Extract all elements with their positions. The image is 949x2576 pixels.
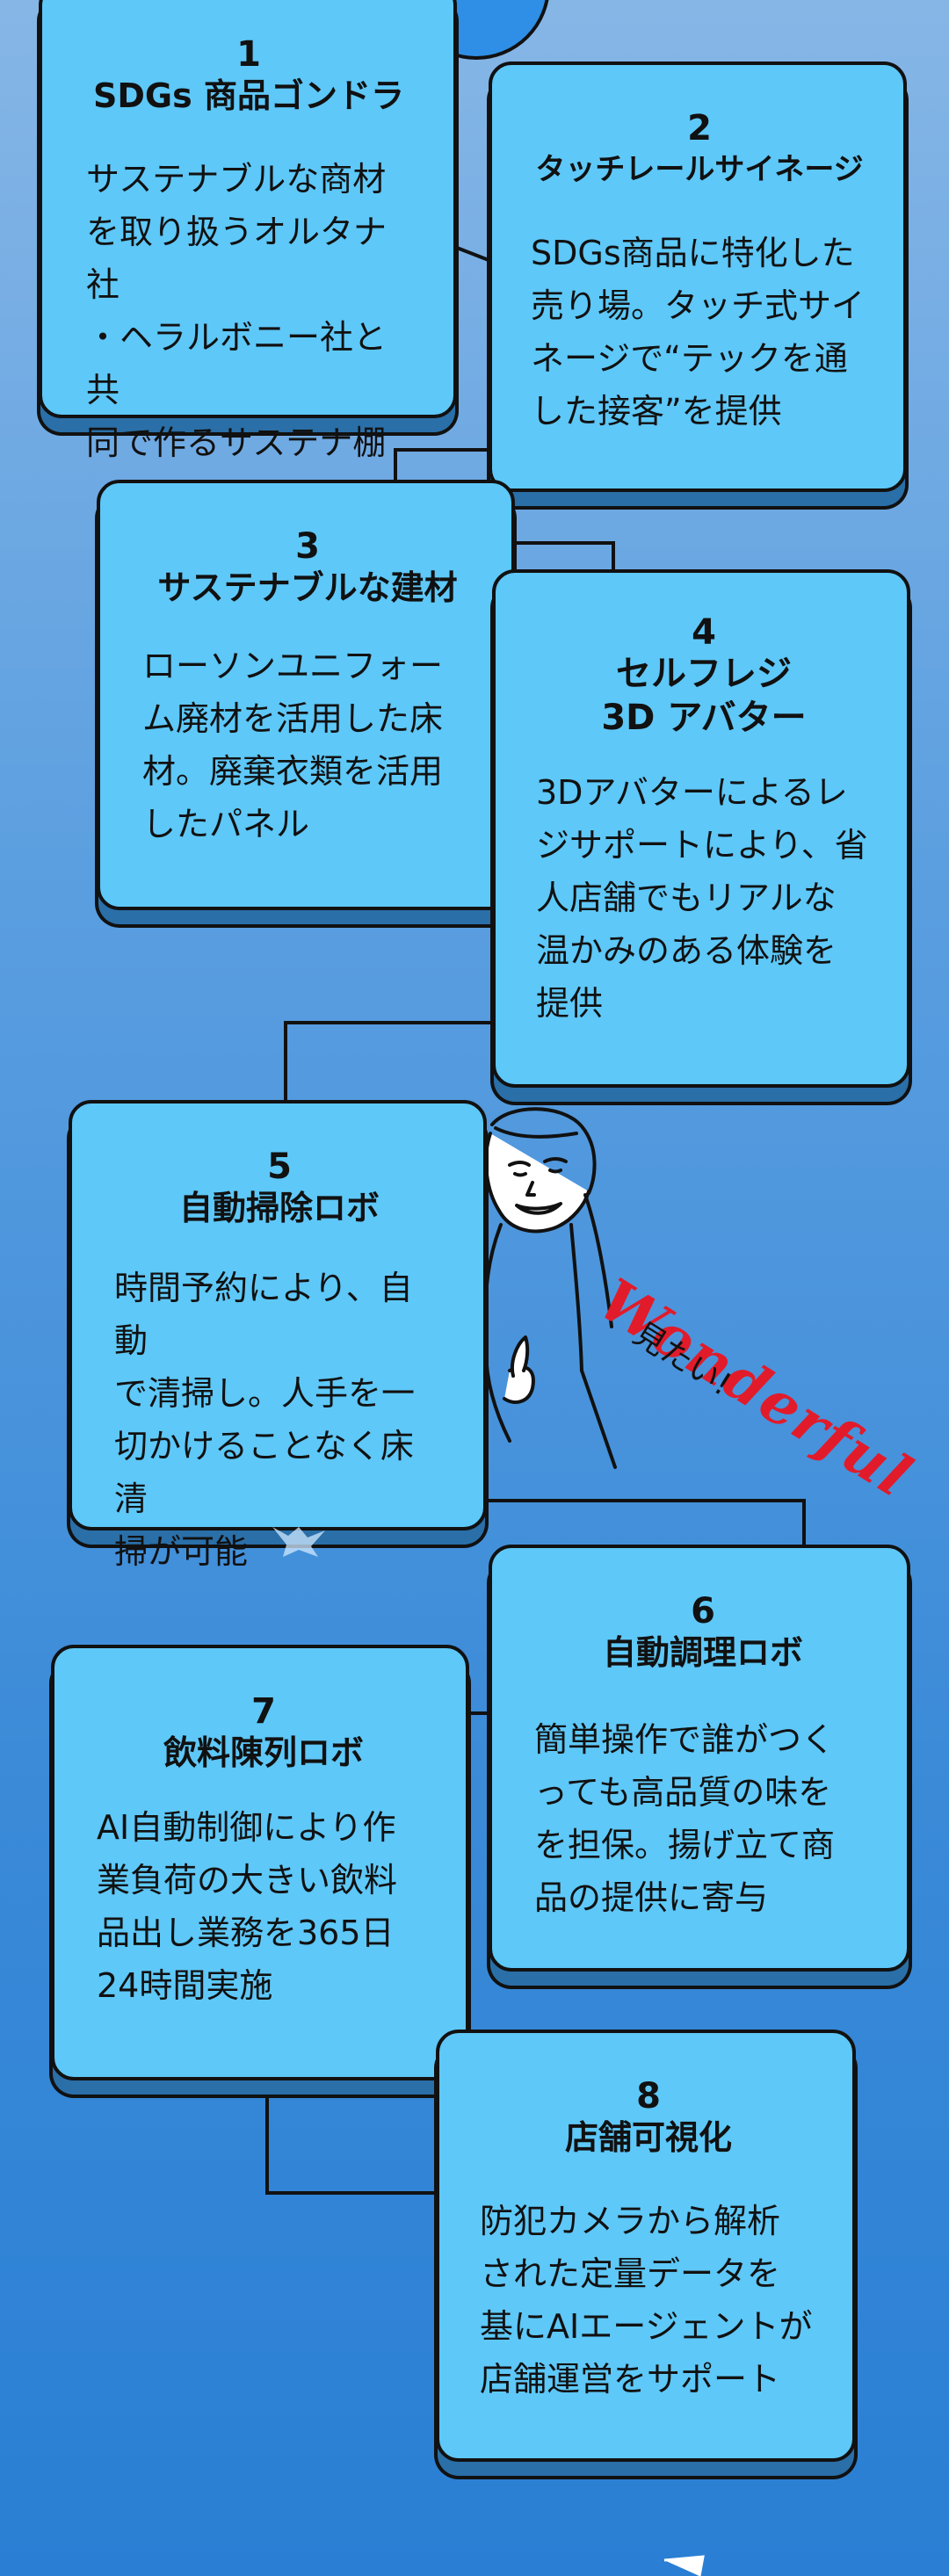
card-5: 5 自動掃除ロボ 時間予約により、自動 で清掃し。人手を一 切かけることなく床清…: [69, 1100, 487, 1571]
card-7: 7 飲料陳列ロボ AI自動制御により作 業負荷の大きい飲料 品出し業務を365日…: [51, 1645, 469, 2080]
card-1-number: 1: [236, 34, 261, 75]
card-7-number: 7: [251, 1691, 276, 1732]
card-5-number: 5: [267, 1147, 292, 1187]
card-6: 6 自動調理ロボ 簡単操作で誰がつく っても高品質の味を を担保。揚げ立て商 品…: [489, 1545, 910, 1972]
connector-2-3: [394, 448, 489, 480]
card-8-title: 店舗可視化: [564, 2118, 732, 2157]
card-5-desc: 時間予約により、自動 で清掃し。人手を一 切かけることなく床清 掃が可能: [114, 1269, 416, 1571]
card-2-desc: SDGs商品に特化した 売り場。タッチ式サイ ネージで“テックを通 した接客”を…: [531, 234, 866, 431]
card-6-title: 自動調理ロボ: [602, 1633, 803, 1672]
connector-1-2: [456, 246, 489, 262]
card-4: 4 セルフレジ 3D アバター 3Dアバターによるレ ジサポートにより、省 人店…: [492, 569, 910, 1088]
card-3: 3 サステナブルな建材 ローソンユニフォー ム廃材を活用した床 材。廃棄衣類を活…: [97, 480, 515, 910]
card-5-title: 自動掃除ロボ: [178, 1189, 380, 1227]
bottom-partial-icon: [663, 2555, 705, 2576]
card-8-desc: 防犯カメラから解析 された定量データを 基にAIエージェントが 店舗運営をサポー…: [480, 2202, 813, 2399]
connector-4-5: [284, 1021, 492, 1100]
woman-character-illustration: [483, 1107, 617, 1469]
card-4-title: セルフレジ 3D アバター: [601, 654, 807, 738]
card-2-number: 2: [687, 108, 712, 148]
card-6-desc: 簡単操作で誰がつく っても高品質の味を を担保。揚げ立て商 品の提供に寄与: [534, 1720, 836, 1917]
card-3-desc: ローソンユニフォー ム廃材を活用した床 材。廃棄衣類を活用 したパネル: [142, 647, 444, 843]
card-2-title: タッチレールサイネージ: [535, 152, 864, 187]
card-1: 1 SDGs 商品ゴンドラ サステナブルな商材 を取り扱うオルタナ社 ・ヘラルボ…: [39, 0, 457, 462]
connector-5-6: [487, 1499, 806, 1545]
card-4-desc: 3Dアバターによるレ ジサポートにより、省 人店舗でもリアルな 温かみのある体験…: [536, 773, 868, 1023]
card-4-number: 4: [692, 612, 716, 653]
card-3-title: サステナブルな建材: [157, 568, 458, 607]
card-1-desc: サステナブルな商材 を取り扱うオルタナ社 ・ヘラルボニー社と共 同で作るサステナ…: [86, 160, 388, 462]
connector-7-8: [265, 2089, 439, 2195]
card-6-number: 6: [691, 1591, 715, 1632]
card-1-title: SDGs 商品ゴンドラ: [93, 76, 404, 115]
card-2: 2 タッチレールサイネージ SDGs商品に特化した 売り場。タッチ式サイ ネージ…: [489, 62, 907, 492]
card-7-desc: AI自動制御により作 業負荷の大きい飲料 品出し業務を365日 24時間実施: [97, 1808, 398, 2005]
card-7-title: 飲料陳列ロボ: [163, 1733, 364, 1772]
burst-icon: [272, 1527, 325, 1557]
card-8-number: 8: [636, 2076, 661, 2117]
card-8: 8 店舗可視化 防犯カメラから解析 された定量データを 基にAIエージェントが …: [436, 2030, 856, 2462]
connector-3-4: [513, 541, 615, 569]
card-3-number: 3: [295, 526, 320, 567]
